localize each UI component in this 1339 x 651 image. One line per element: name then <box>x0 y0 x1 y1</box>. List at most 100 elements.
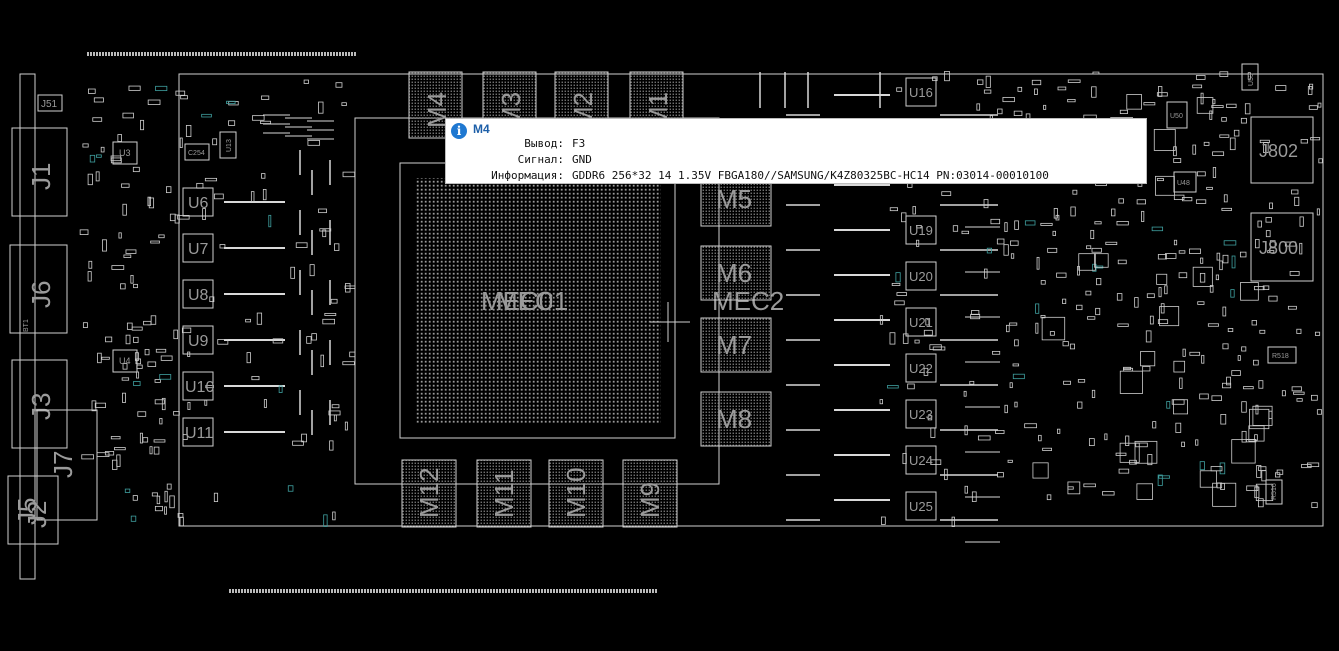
pad <box>894 300 905 306</box>
regulator-u8[interactable]: U8 <box>182 279 214 309</box>
pad <box>131 326 143 331</box>
pad <box>1222 306 1227 317</box>
pad <box>295 242 308 248</box>
pad <box>260 120 272 124</box>
memory-chip-m8[interactable]: M8 <box>700 391 772 447</box>
connector-j51[interactable]: J51 <box>37 94 63 112</box>
small-part-c254[interactable]: C254 <box>184 143 210 161</box>
pad <box>1117 323 1129 327</box>
pad <box>1004 404 1008 414</box>
regulator-u24[interactable]: U24 <box>905 445 937 475</box>
pad <box>1219 134 1230 138</box>
pad <box>1057 86 1067 91</box>
small-part-r518[interactable]: R518 <box>1267 346 1297 364</box>
pad <box>1140 351 1156 367</box>
regulator-u21[interactable]: U21 <box>905 307 937 337</box>
small-part-u4[interactable]: U4 <box>112 349 138 373</box>
pad <box>122 363 128 370</box>
pad <box>1301 463 1312 469</box>
regulator-u6[interactable]: U6 <box>182 187 214 217</box>
regulator-u7[interactable]: U7 <box>182 233 214 263</box>
memory-chip-m12[interactable]: M12 <box>401 459 457 528</box>
pad <box>985 75 991 88</box>
regulator-u25[interactable]: U25 <box>905 491 937 521</box>
pad <box>1009 322 1018 326</box>
component-tooltip: i M4 Вывод:F3 Сигнал:GND Информация:GDDR… <box>445 118 1147 184</box>
gpu-label-mec0: MEC0 <box>481 286 553 316</box>
memory-chip-m6[interactable]: M6 <box>700 245 772 301</box>
regulator-u19[interactable]: U19 <box>905 215 937 245</box>
pad <box>929 344 942 350</box>
connector-j802[interactable]: J802 <box>1250 116 1314 184</box>
pad <box>164 490 168 503</box>
connector-j5[interactable]: J5 <box>7 475 59 545</box>
connector-j800[interactable]: J800 <box>1250 212 1314 282</box>
pad <box>217 339 229 345</box>
pad <box>82 143 89 148</box>
pad <box>1014 220 1019 230</box>
pad <box>1070 206 1076 217</box>
memory-chip-m10[interactable]: M10 <box>548 459 604 528</box>
pad <box>1294 196 1300 206</box>
pad <box>213 193 224 200</box>
pad <box>1052 230 1056 236</box>
connector-j6[interactable]: J6 <box>9 244 68 334</box>
connector-j3[interactable]: J3 <box>11 359 68 449</box>
regulator-u9[interactable]: U9 <box>182 325 214 355</box>
regulator-u23[interactable]: U23 <box>905 399 937 429</box>
memory-chip-m9[interactable]: M9 <box>622 459 678 528</box>
pad <box>1053 208 1058 219</box>
pad <box>971 310 980 316</box>
gpu-package[interactable]: MEC0 MEC1 <box>354 117 720 485</box>
regulator-u22[interactable]: U22 <box>905 353 937 383</box>
pad <box>122 392 126 403</box>
small-part-u13[interactable]: U13 <box>219 131 237 159</box>
small-part-r516[interactable]: R516 <box>1265 479 1283 505</box>
pad <box>1200 92 1204 105</box>
svg-text:U21: U21 <box>909 315 933 330</box>
pad <box>1310 137 1321 141</box>
pad <box>204 177 218 182</box>
regulator-u20[interactable]: U20 <box>905 261 937 291</box>
pad <box>990 218 1001 225</box>
connector-j7[interactable]: J7 <box>36 409 98 521</box>
pad <box>303 79 309 84</box>
connector-j2[interactable]: J2 <box>22 501 52 528</box>
memory-chip-m7[interactable]: M7 <box>700 317 772 373</box>
small-part-u53[interactable]: U53 <box>1241 63 1259 91</box>
pad <box>1126 94 1142 110</box>
pad <box>1269 240 1276 249</box>
pad <box>914 339 920 344</box>
pad <box>101 356 110 360</box>
connector-j1[interactable]: J1 <box>11 127 68 217</box>
pad <box>1116 293 1123 301</box>
regulator-u11[interactable]: U11 <box>182 417 214 447</box>
pad <box>1222 254 1229 264</box>
pad <box>1230 289 1235 298</box>
memory-chip-m11[interactable]: M11 <box>476 459 532 528</box>
pad <box>1195 199 1207 204</box>
small-part-bt1[interactable]: BT1 <box>23 319 30 332</box>
pad <box>1046 494 1052 501</box>
pad <box>1031 79 1042 86</box>
small-part-u50[interactable]: U50 <box>1166 101 1188 129</box>
pad <box>159 418 163 425</box>
pad <box>301 433 307 443</box>
pad <box>1199 470 1218 488</box>
pad <box>256 312 263 325</box>
small-part-u48[interactable]: U48 <box>1173 171 1197 193</box>
small-part-u3[interactable]: U3 <box>112 141 138 165</box>
pad <box>1247 72 1251 80</box>
pad <box>1223 240 1237 246</box>
regulator-u10[interactable]: U10 <box>182 371 214 401</box>
pad <box>1293 391 1305 395</box>
pad <box>155 85 168 92</box>
pad <box>944 71 950 82</box>
pad <box>1200 257 1204 264</box>
pad <box>341 102 347 106</box>
regulator-u16[interactable]: U16 <box>905 77 937 107</box>
pad <box>125 249 137 254</box>
pad <box>1251 320 1257 326</box>
pad <box>1291 189 1299 195</box>
